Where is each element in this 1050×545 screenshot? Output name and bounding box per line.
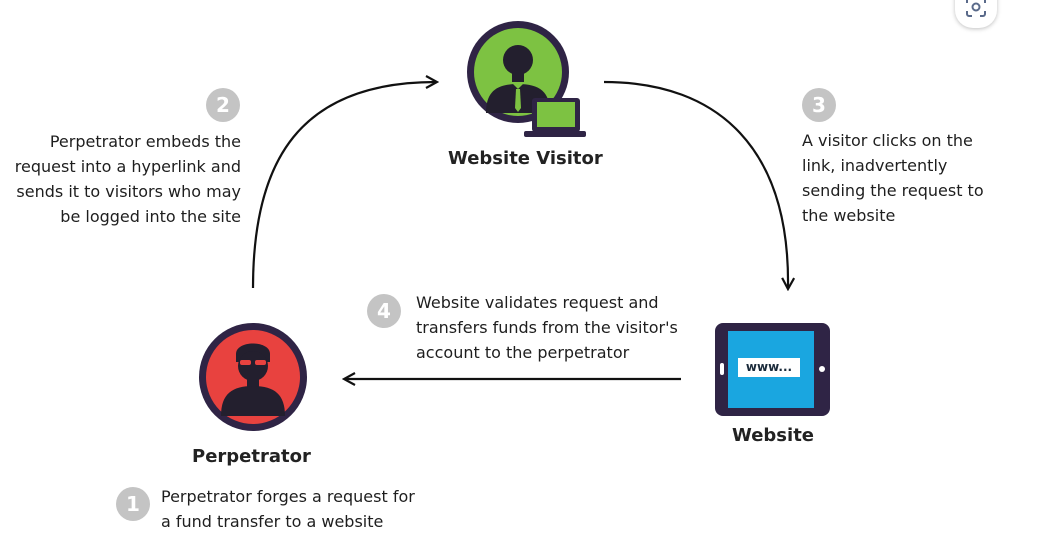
step-3-badge: 3 <box>802 88 836 122</box>
person-with-laptop-icon <box>467 21 586 137</box>
step-3-line: the website <box>802 206 896 225</box>
step-2-line: Perpetrator embeds the <box>49 132 241 151</box>
step-2-line: be logged into the site <box>60 207 241 226</box>
step-4-line: transfers funds from the visitor's <box>416 318 678 337</box>
step-1-description: Perpetrator forges a request for a fund … <box>161 484 415 534</box>
tablet-camera-dot <box>819 366 825 372</box>
visual-search-icon <box>966 0 986 17</box>
tablet-screen: www... <box>728 331 814 408</box>
step-1-badge: 1 <box>116 487 150 521</box>
arrow-visitor-to-website <box>603 80 788 288</box>
step-3-line: A visitor clicks on the <box>802 131 973 150</box>
step-4-badge: 4 <box>367 294 401 328</box>
step-1-line: Perpetrator forges a request for <box>161 487 415 506</box>
step-2-line: request into a hyperlink and <box>14 157 241 176</box>
step-4-line: account to the perpetrator <box>416 343 630 362</box>
website-label: Website <box>732 425 815 446</box>
perpetrator-label: Perpetrator <box>192 446 311 467</box>
step-3-line: sending the request to <box>802 181 984 200</box>
arrow-perpetrator-to-visitor <box>251 82 436 289</box>
tablet-home-button <box>720 363 724 375</box>
step-3-line: link, inadvertently <box>802 156 948 175</box>
masked-hacker-icon <box>199 323 307 431</box>
visual-search-button[interactable] <box>955 0 997 28</box>
step-2-description: Perpetrator embeds the request into a hy… <box>0 129 241 229</box>
step-4-description: Website validates request and transfers … <box>416 290 678 365</box>
step-2-badge: 2 <box>206 88 240 122</box>
step-2-line: sends it to visitors who may <box>16 182 241 201</box>
website-visitor-label: Website Visitor <box>448 148 603 169</box>
url-bar: www... <box>738 358 800 377</box>
tablet-icon: www... <box>715 323 830 416</box>
step-3-description: A visitor clicks on the link, inadverten… <box>802 128 984 228</box>
step-1-line: a fund transfer to a website <box>161 512 384 531</box>
step-4-line: Website validates request and <box>416 293 659 312</box>
